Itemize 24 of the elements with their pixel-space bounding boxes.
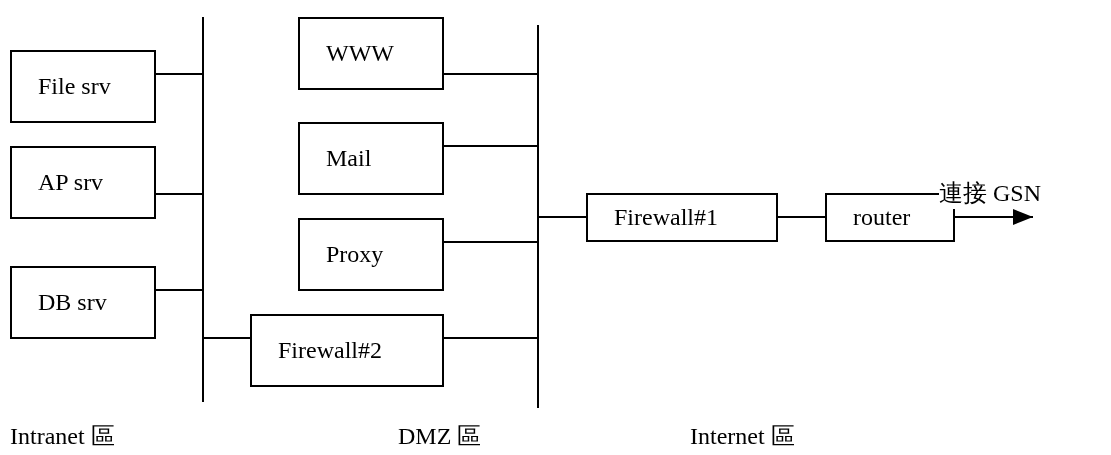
zone-label: Internet 區 [690, 422, 795, 451]
zone-label: Intranet 區 [10, 422, 115, 451]
network-device-box: File srv [10, 50, 156, 123]
network-device-box: AP srv [10, 146, 156, 219]
connector-line [155, 73, 203, 75]
network-device-box: Firewall#1 [586, 193, 778, 242]
arrow [954, 209, 1034, 225]
network-device-box: Proxy [298, 218, 444, 291]
network-bus-line [202, 17, 204, 402]
network-device-box: WWW [298, 17, 444, 90]
connector-line [777, 216, 826, 218]
connector-line [443, 145, 538, 147]
connector-line [443, 73, 538, 75]
connector-line [538, 216, 587, 218]
connector-line [443, 337, 538, 339]
connector-line [155, 289, 203, 291]
connector-line [155, 193, 203, 195]
connector-line [203, 337, 251, 339]
network-bus-line [537, 25, 539, 408]
network-device-box: Firewall#2 [250, 314, 444, 387]
zone-label: DMZ 區 [398, 422, 482, 451]
network-device-box: Mail [298, 122, 444, 195]
network-device-box: DB srv [10, 266, 156, 339]
connector-line [443, 241, 538, 243]
